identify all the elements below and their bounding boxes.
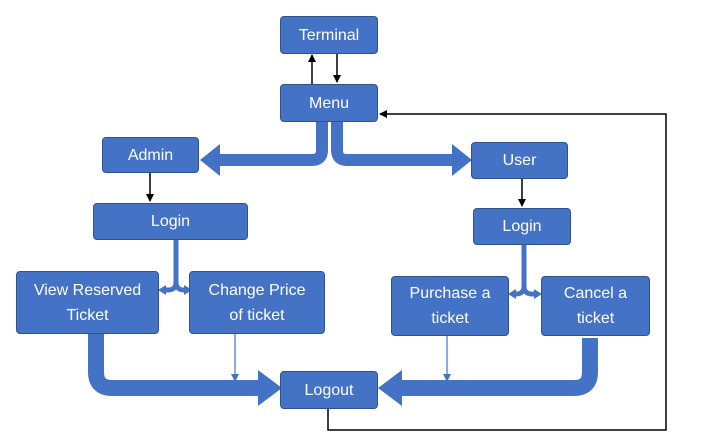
admin-label: Admin — [127, 146, 174, 164]
logout-left-arrowhead — [258, 370, 282, 406]
admin-login-split-connector — [162, 240, 188, 293]
admin-split-left-head — [158, 285, 166, 295]
purchase-ticket-node: Purchase a ticket — [391, 276, 509, 336]
admin-node: Admin — [102, 137, 199, 173]
admin-split-right-head — [184, 285, 192, 295]
cancel-to-logout-thick-arrow — [398, 338, 598, 396]
admin-login-node: Login — [93, 203, 248, 240]
menu-node: Menu — [280, 84, 378, 122]
logout-to-menu-loop-arrow — [327, 110, 667, 431]
logout-node: Logout — [280, 371, 378, 409]
admin-login-label: Login — [150, 213, 191, 230]
menu-label: Menu — [308, 94, 350, 112]
terminal-label: Terminal — [298, 26, 360, 44]
user-split-right-head — [534, 289, 542, 299]
user-label: User — [502, 152, 537, 169]
view-reserved-ticket-label: View Reserved Ticket — [33, 281, 142, 324]
user-login-label: Login — [502, 218, 542, 235]
logout-label: Logout — [304, 381, 354, 399]
purchase-ticket-label: Purchase a ticket — [409, 285, 491, 327]
user-login-node: Login — [473, 208, 571, 245]
user-node: User — [471, 142, 568, 179]
view-reserved-ticket-node: View Reserved Ticket — [16, 271, 159, 334]
terminal-node: Terminal — [280, 16, 378, 54]
user-split-left-head — [508, 289, 516, 299]
menu-to-user-thick-arrow — [331, 121, 452, 166]
user-login-split-connector — [514, 245, 536, 297]
view-reserved-to-logout-thick-arrow — [88, 333, 262, 396]
change-price-label: Change Price of ticket — [208, 281, 306, 324]
user-arrowhead — [452, 144, 472, 176]
cancel-ticket-label: Cancel a ticket — [563, 285, 628, 327]
cancel-ticket-node: Cancel a ticket — [541, 276, 650, 336]
logout-right-arrowhead — [378, 370, 402, 406]
admin-arrowhead — [200, 144, 220, 176]
menu-to-admin-thick-arrow — [220, 121, 328, 166]
change-price-node: Change Price of ticket — [189, 271, 325, 334]
